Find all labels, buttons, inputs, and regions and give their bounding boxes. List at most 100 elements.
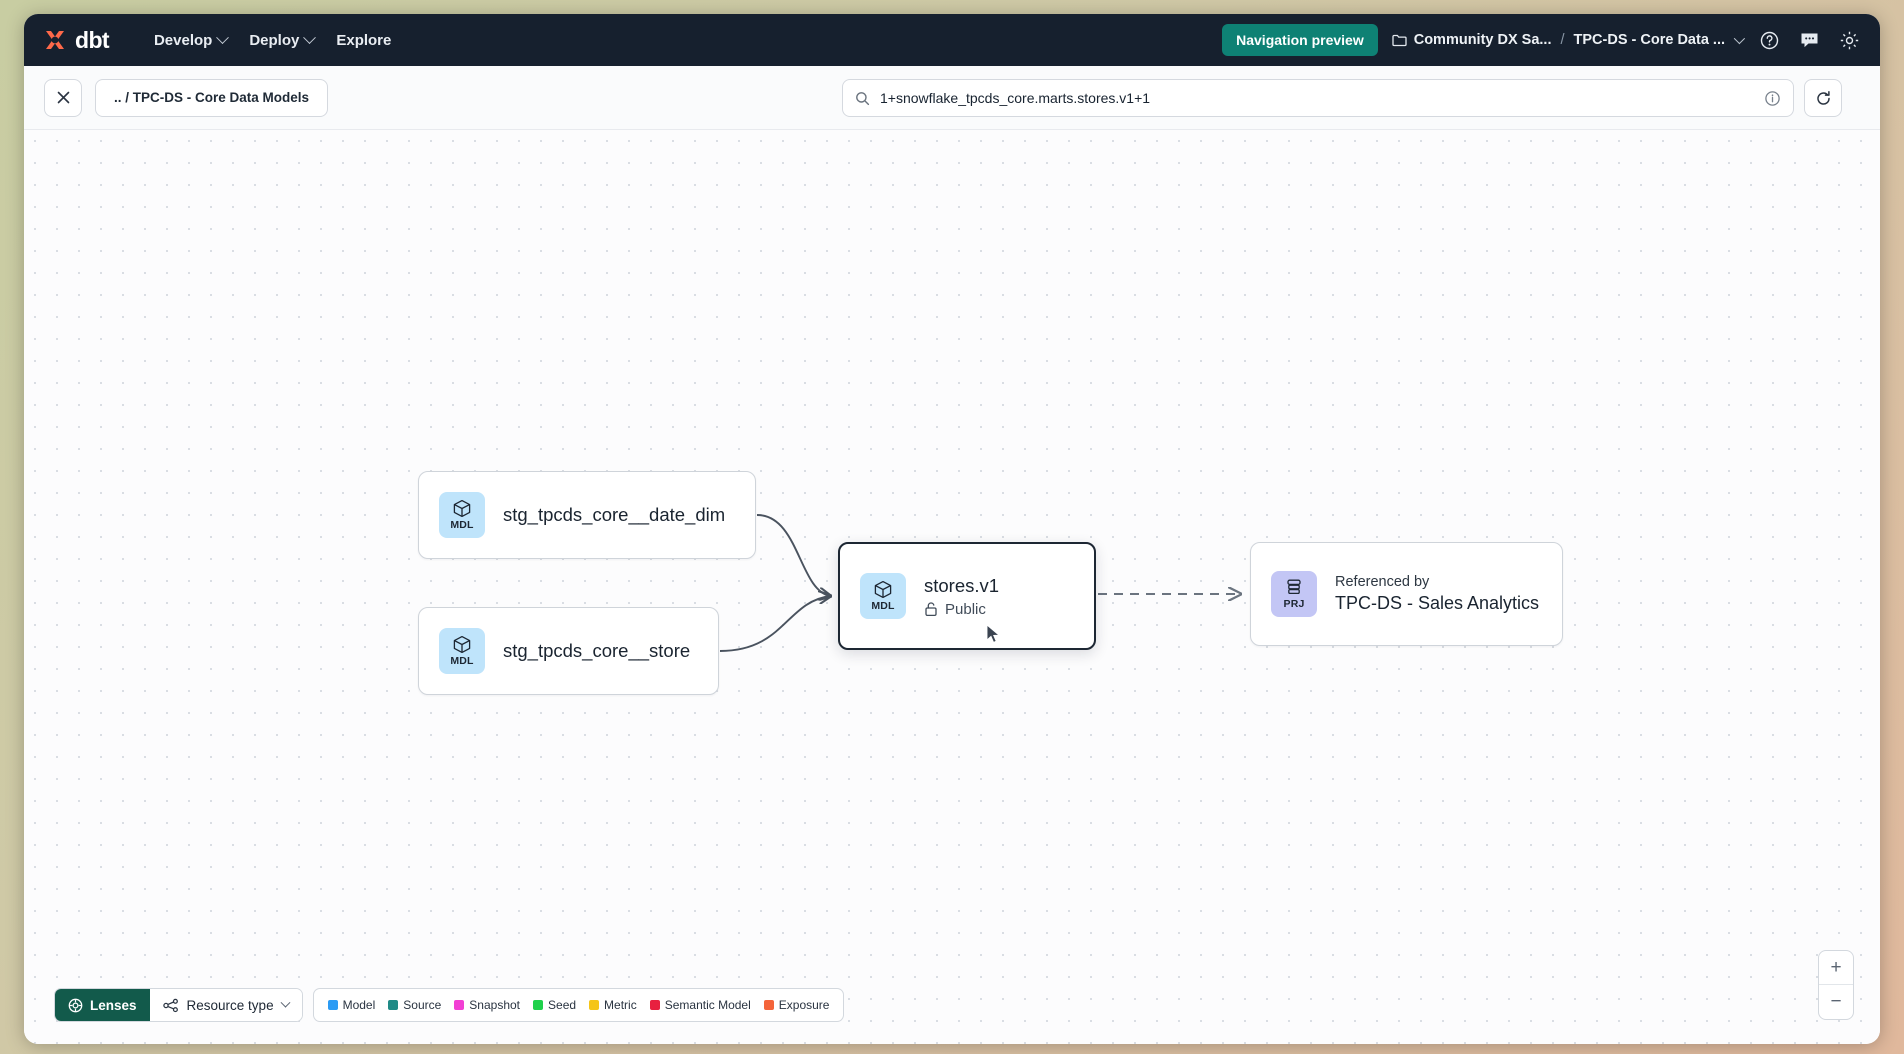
node-title: stg_tpcds_core__store bbox=[503, 640, 691, 661]
close-icon bbox=[57, 91, 69, 104]
zoom-controls: + − bbox=[1818, 950, 1854, 1020]
legend-item-semantic-model: Semantic Model bbox=[649, 998, 751, 1012]
legend-swatch bbox=[388, 1000, 399, 1010]
model-badge: MDL bbox=[860, 573, 906, 619]
legend-label: Snapshot bbox=[469, 998, 521, 1012]
unlock-icon bbox=[925, 602, 937, 617]
legend-swatch bbox=[454, 1000, 465, 1010]
nav-item-deploy[interactable]: Deploy bbox=[238, 25, 325, 56]
model-badge: MDL bbox=[439, 628, 485, 674]
app-window: dbt Develop Deploy Explore Navigation pr… bbox=[24, 14, 1880, 1044]
legend-label: Source bbox=[403, 998, 442, 1012]
zoom-in-button[interactable]: + bbox=[1819, 951, 1853, 985]
legend-swatch bbox=[327, 1000, 338, 1010]
resource-type-label: Resource type bbox=[186, 997, 274, 1013]
chevron-down-icon bbox=[280, 997, 291, 1008]
feedback-icon[interactable] bbox=[1796, 27, 1822, 53]
node-access-row: Public bbox=[924, 601, 999, 618]
legend-swatch bbox=[533, 1000, 544, 1010]
model-badge-label: MDL bbox=[871, 600, 895, 612]
lineage-canvas[interactable]: MDL stg_tpcds_core__date_dim MDL stg_tpc… bbox=[24, 130, 1880, 1044]
legend-swatch bbox=[649, 1000, 660, 1010]
lineage-edges bbox=[719, 514, 1880, 652]
dbt-logo[interactable]: dbt bbox=[42, 26, 110, 54]
nav-item-explore[interactable]: Explore bbox=[325, 25, 402, 56]
graph-node-referenced-by-project[interactable]: PRJ Referenced by TPC-DS - Sales Analyti… bbox=[1250, 542, 1563, 646]
lenses-label: Lenses bbox=[90, 997, 137, 1013]
search-area bbox=[842, 79, 1842, 117]
legend-label: Seed bbox=[548, 998, 577, 1012]
cube-icon bbox=[874, 580, 892, 599]
close-button[interactable] bbox=[44, 78, 82, 117]
nav-item-explore-label: Explore bbox=[336, 31, 392, 49]
node-title: stg_tpcds_core__date_dim bbox=[503, 504, 726, 525]
navigation-preview-badge[interactable]: Navigation preview bbox=[1222, 24, 1378, 56]
graph-node-stg-date-dim[interactable]: MDL stg_tpcds_core__date_dim bbox=[418, 471, 756, 559]
node-text-block: Referenced by TPC-DS - Sales Analytics bbox=[1335, 574, 1539, 614]
cube-icon bbox=[453, 499, 471, 518]
canvas-bottom-controls: Lenses Resource type bbox=[54, 988, 845, 1022]
resource-type-button[interactable]: Resource type bbox=[149, 989, 302, 1021]
dbt-logo-text: dbt bbox=[75, 26, 110, 53]
info-icon[interactable] bbox=[1764, 90, 1781, 107]
legend-item-metric: Metric bbox=[589, 998, 637, 1012]
search-icon bbox=[856, 91, 870, 105]
legend-item-source: Source bbox=[388, 998, 441, 1012]
lenses-button[interactable]: Lenses bbox=[55, 989, 150, 1021]
legend-swatch bbox=[589, 1000, 600, 1010]
legend-item-snapshot: Snapshot bbox=[454, 998, 520, 1012]
chevron-down-icon bbox=[303, 30, 317, 44]
resource-type-legend: Model Source Snapshot Seed bbox=[312, 988, 845, 1022]
chevron-down-icon[interactable] bbox=[1733, 32, 1746, 45]
node-text-block: stores.v1 Public bbox=[924, 575, 999, 618]
dbt-x-icon bbox=[42, 27, 68, 53]
edge-date-dim-to-stores bbox=[756, 514, 830, 596]
breadcrumb: Community DX Sa... / TPC-DS - Core Data … bbox=[1392, 32, 1746, 48]
top-navigation-bar: dbt Develop Deploy Explore Navigation pr… bbox=[24, 14, 1880, 66]
refresh-button[interactable] bbox=[1804, 79, 1842, 117]
nav-item-deploy-label: Deploy bbox=[249, 31, 300, 49]
graph-node-stg-store[interactable]: MDL stg_tpcds_core__store bbox=[418, 607, 719, 695]
gear-icon[interactable] bbox=[1836, 27, 1862, 53]
lineage-breadcrumb-pill[interactable]: .. / TPC-DS - Core Data Models bbox=[95, 78, 329, 117]
project-badge: PRJ bbox=[1271, 571, 1317, 617]
legend-swatch bbox=[763, 1000, 774, 1010]
node-kicker: Referenced by bbox=[1335, 574, 1430, 590]
breadcrumb-account[interactable]: Community DX Sa... bbox=[1392, 32, 1552, 48]
node-title: stores.v1 bbox=[924, 574, 1000, 596]
lineage-search-box[interactable] bbox=[842, 79, 1794, 117]
graph-node-stores-v1[interactable]: MDL stores.v1 Public bbox=[838, 542, 1096, 650]
lens-control-group: Lenses Resource type bbox=[54, 988, 303, 1022]
search-input[interactable] bbox=[880, 90, 1754, 106]
cube-icon bbox=[453, 635, 471, 654]
nav-item-develop[interactable]: Develop bbox=[143, 25, 238, 56]
model-badge-label: MDL bbox=[450, 519, 474, 531]
legend-item-seed: Seed bbox=[533, 998, 576, 1012]
model-badge: MDL bbox=[439, 492, 485, 538]
breadcrumb-project[interactable]: TPC-DS - Core Data ... bbox=[1573, 32, 1725, 48]
node-title: TPC-DS - Sales Analytics bbox=[1335, 593, 1540, 613]
lens-icon bbox=[68, 998, 83, 1012]
node-access-label: Public bbox=[945, 600, 986, 618]
folder-icon bbox=[1392, 34, 1407, 46]
legend-item-exposure: Exposure bbox=[763, 998, 830, 1012]
help-circle-icon[interactable] bbox=[1756, 27, 1782, 53]
refresh-icon bbox=[1816, 90, 1830, 105]
breadcrumb-account-label: Community DX Sa... bbox=[1413, 32, 1552, 48]
legend-item-model: Model bbox=[327, 998, 376, 1012]
lineage-toolbar: .. / TPC-DS - Core Data Models bbox=[24, 66, 1880, 130]
nav-item-develop-label: Develop bbox=[153, 31, 213, 49]
model-badge-label: MDL bbox=[450, 655, 474, 667]
legend-label: Exposure bbox=[778, 998, 830, 1012]
edge-store-to-stores bbox=[719, 596, 830, 652]
chevron-down-icon bbox=[216, 30, 230, 44]
database-stack-icon bbox=[1287, 579, 1301, 595]
legend-label: Model bbox=[342, 998, 376, 1012]
legend-label: Metric bbox=[604, 998, 637, 1012]
legend-label: Semantic Model bbox=[664, 998, 751, 1012]
project-badge-label: PRJ bbox=[1283, 598, 1305, 610]
nodes-icon bbox=[162, 998, 178, 1012]
breadcrumb-separator: / bbox=[1560, 32, 1565, 48]
zoom-out-button[interactable]: − bbox=[1830, 991, 1842, 1012]
